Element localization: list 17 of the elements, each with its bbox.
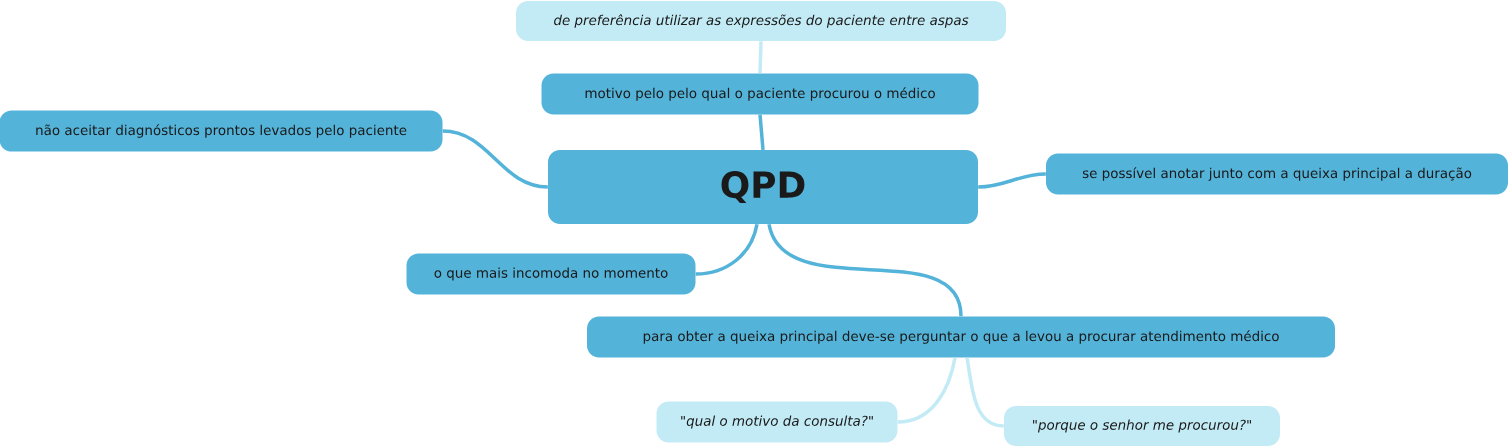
- connector-line: [442, 129, 548, 189]
- connector-line: [758, 41, 763, 74]
- connector-line: [897, 357, 957, 424]
- connector-line: [978, 172, 1046, 189]
- central-topic-box: QPD: [548, 150, 978, 224]
- topic-box: para obter a queixa principal deve-se perguntar o que a levou a procurar atendimento médico: [587, 316, 1335, 358]
- subtopic-box: "porque o senhor me procurou?": [1004, 406, 1280, 446]
- topic-box: não aceitar diagnósticos prontos levados pelo paciente: [0, 110, 443, 152]
- connector-line: [758, 114, 765, 150]
- connector-line: [767, 223, 963, 317]
- subtopic-box: de preferência utilizar as expressões do paciente entre aspas: [516, 1, 1006, 41]
- topic-box: motivo pelo pelo qual o paciente procurou o médico: [541, 73, 979, 115]
- topic-box: o que mais incomoda no momento: [406, 253, 696, 295]
- connector-line: [695, 223, 759, 276]
- topic-box: se possível anotar junto com a queixa principal a duração: [1046, 153, 1508, 195]
- subtopic-box: "qual o motivo da consulta?": [656, 401, 898, 443]
- connector-line: [965, 357, 1004, 428]
